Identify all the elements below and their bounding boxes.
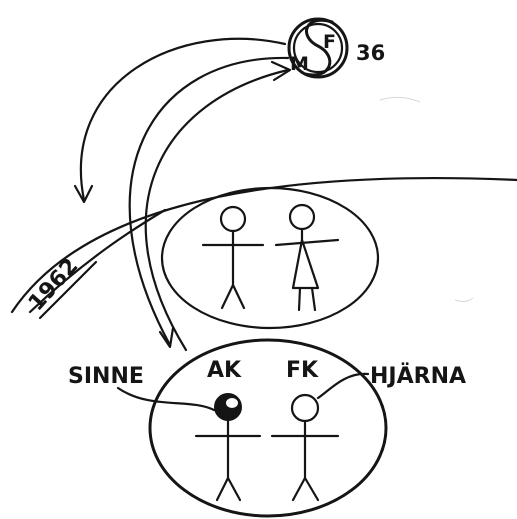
woman-arms bbox=[274, 238, 340, 247]
ak-head bbox=[214, 393, 242, 421]
ak-head-highlight bbox=[226, 398, 238, 408]
arrowhead-right-icon bbox=[270, 60, 292, 82]
ak-legs bbox=[215, 476, 242, 502]
ak-figure bbox=[194, 393, 262, 502]
logo-s-stroke bbox=[303, 18, 334, 77]
logo-letter-m: M bbox=[290, 53, 309, 75]
man-head bbox=[219, 205, 247, 233]
logo-inner-ring bbox=[292, 22, 344, 74]
fk-head bbox=[290, 393, 320, 423]
feedback-arrows bbox=[73, 37, 292, 352]
logo-number: 36 bbox=[356, 41, 385, 65]
arrow-to-ak bbox=[128, 56, 290, 347]
woman-legs bbox=[297, 286, 317, 312]
lower-ellipse bbox=[148, 338, 388, 518]
upper-ellipse-group bbox=[160, 186, 380, 330]
fk-figure bbox=[270, 393, 340, 502]
connector-hjarna-to-fk bbox=[316, 372, 370, 400]
woman-figure bbox=[274, 203, 340, 312]
sfm-logo: F M bbox=[287, 17, 349, 79]
label-hjarna: HJÄRNA bbox=[370, 363, 466, 389]
lower-ellipse-group: AK FK bbox=[148, 338, 388, 518]
woman-dress bbox=[291, 238, 320, 290]
connector-sinne-to-ak bbox=[116, 386, 216, 412]
timeline-band: 1962 bbox=[10, 176, 517, 320]
paper-smudge bbox=[379, 96, 421, 103]
upper-ellipse bbox=[160, 186, 380, 330]
timeline-upper-edge bbox=[10, 176, 517, 314]
arrowhead-down-icon bbox=[73, 184, 94, 204]
year-underline bbox=[38, 260, 98, 320]
woman-head bbox=[288, 203, 316, 231]
arrowhead-down-icon bbox=[158, 326, 175, 349]
timeline-lower-edge bbox=[28, 208, 167, 314]
label-ak: AK bbox=[207, 358, 242, 383]
label-fk: FK bbox=[286, 358, 319, 383]
label-sinne: SINNE bbox=[68, 364, 144, 389]
arrow-to-1962 bbox=[79, 37, 287, 202]
man-figure bbox=[201, 205, 265, 310]
arrow-to-logo bbox=[144, 68, 290, 352]
man-legs bbox=[220, 283, 246, 310]
paper-smudge bbox=[454, 297, 474, 303]
logo-letter-f: F bbox=[323, 31, 336, 53]
fk-legs bbox=[291, 476, 320, 502]
